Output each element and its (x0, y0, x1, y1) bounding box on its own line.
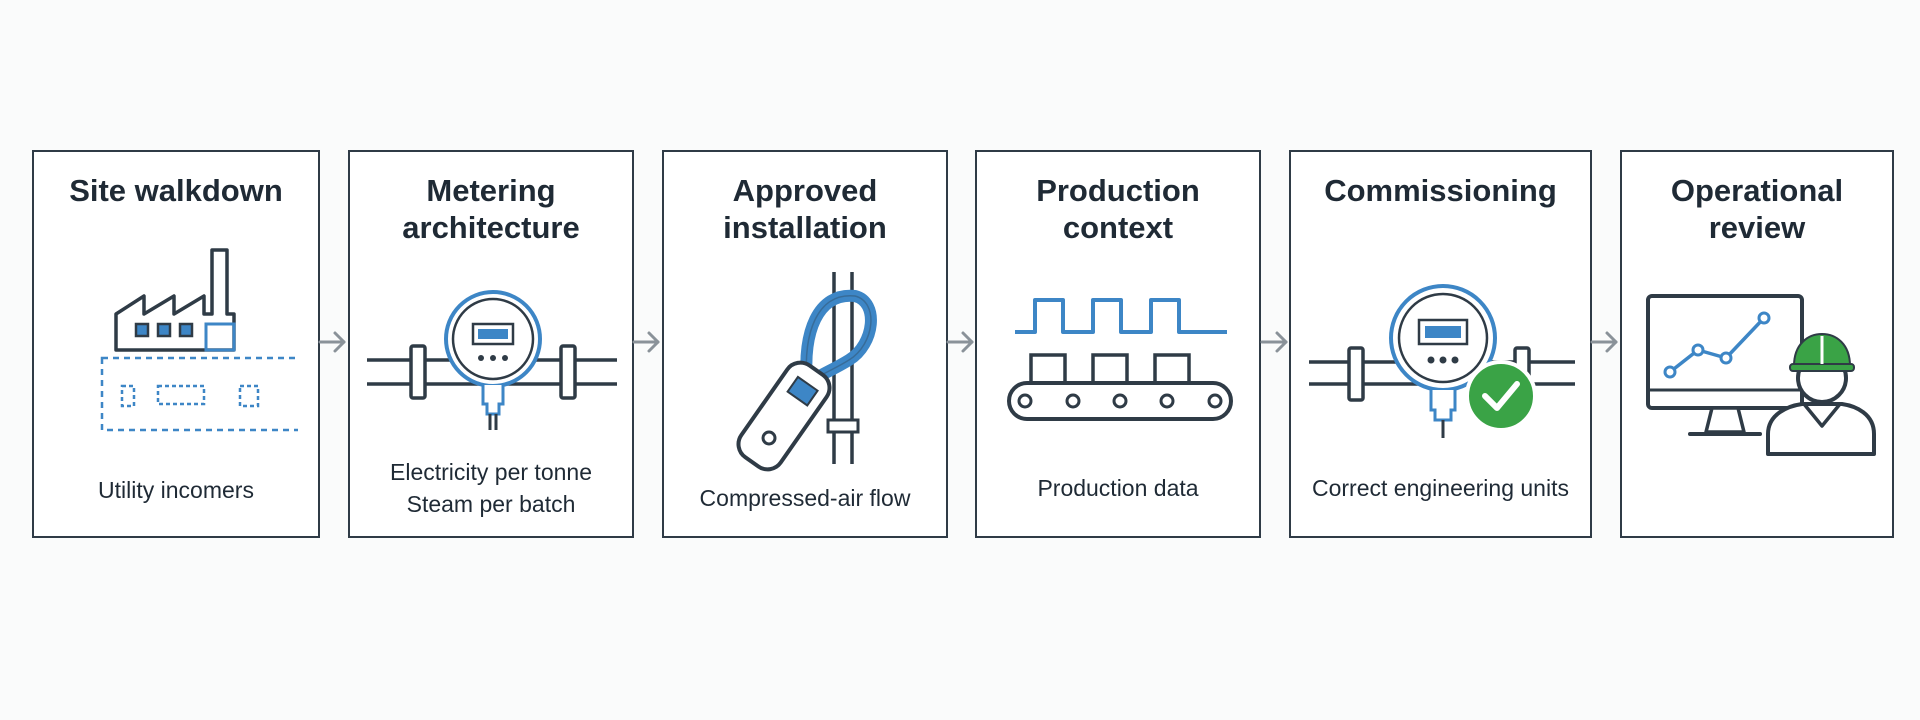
step-card-operational-review: Operational review (1620, 150, 1894, 538)
step-title: Commissioning (1303, 172, 1578, 209)
step-title: Site walkdown (46, 172, 306, 209)
step-card-site-walkdown: Site walkdown Utility incomers (32, 150, 320, 538)
conveyor-icon (1007, 298, 1233, 421)
arrow-right-icon (1590, 331, 1618, 353)
step-card-production-context: Production context Production data (975, 150, 1261, 538)
step-title-line: Operational (1670, 173, 1844, 208)
step-caption-line: Utility incomers (98, 477, 254, 503)
verified-meter-icon (1309, 284, 1575, 438)
step-title-line: installation (723, 210, 887, 245)
step-title-line: Site walkdown (69, 173, 283, 208)
step-caption-line: Steam per batch (406, 491, 576, 517)
step-caption: Utility incomers (42, 474, 310, 506)
operator-dashboard-icon (1646, 294, 1876, 456)
step-title: Approved installation (676, 172, 934, 246)
step-card-approved-installation: Approved installation Compressed-air flo… (662, 150, 948, 538)
step-card-commissioning: Commissioning Correct engineering units (1289, 150, 1592, 538)
step-title: Operational review (1634, 172, 1880, 246)
step-caption: Electricity per tonne Steam per batch (358, 456, 624, 520)
step-caption-line: Production data (1037, 475, 1199, 501)
arrow-right-icon (946, 331, 974, 353)
arrow-right-icon (632, 331, 660, 353)
step-caption: Production data (985, 472, 1251, 504)
step-title-line: context (1062, 210, 1174, 245)
arrow-right-icon (318, 331, 346, 353)
step-title-line: Approved (732, 173, 878, 208)
step-title: Production context (989, 172, 1247, 246)
step-title-line: Metering (426, 173, 556, 208)
step-title-line: architecture (402, 210, 580, 245)
step-card-metering-architecture: Metering architecture Electricity per to… (348, 150, 634, 538)
step-caption-line: Electricity per tonne (390, 459, 592, 485)
step-caption: Compressed-air flow (672, 482, 938, 514)
step-title-line: review (1708, 210, 1806, 245)
step-title-line: Production (1036, 173, 1200, 208)
arrow-right-icon (1260, 331, 1288, 353)
step-caption-line: Correct engineering units (1312, 475, 1569, 501)
step-title-line: Commissioning (1324, 173, 1557, 208)
clamp-meter-icon (736, 272, 877, 472)
step-title: Metering architecture (362, 172, 620, 246)
step-caption: Correct engineering units (1299, 472, 1582, 504)
factory-icon (100, 248, 298, 432)
step-caption-line: Compressed-air flow (699, 485, 911, 511)
flow-meter-icon (367, 290, 617, 430)
